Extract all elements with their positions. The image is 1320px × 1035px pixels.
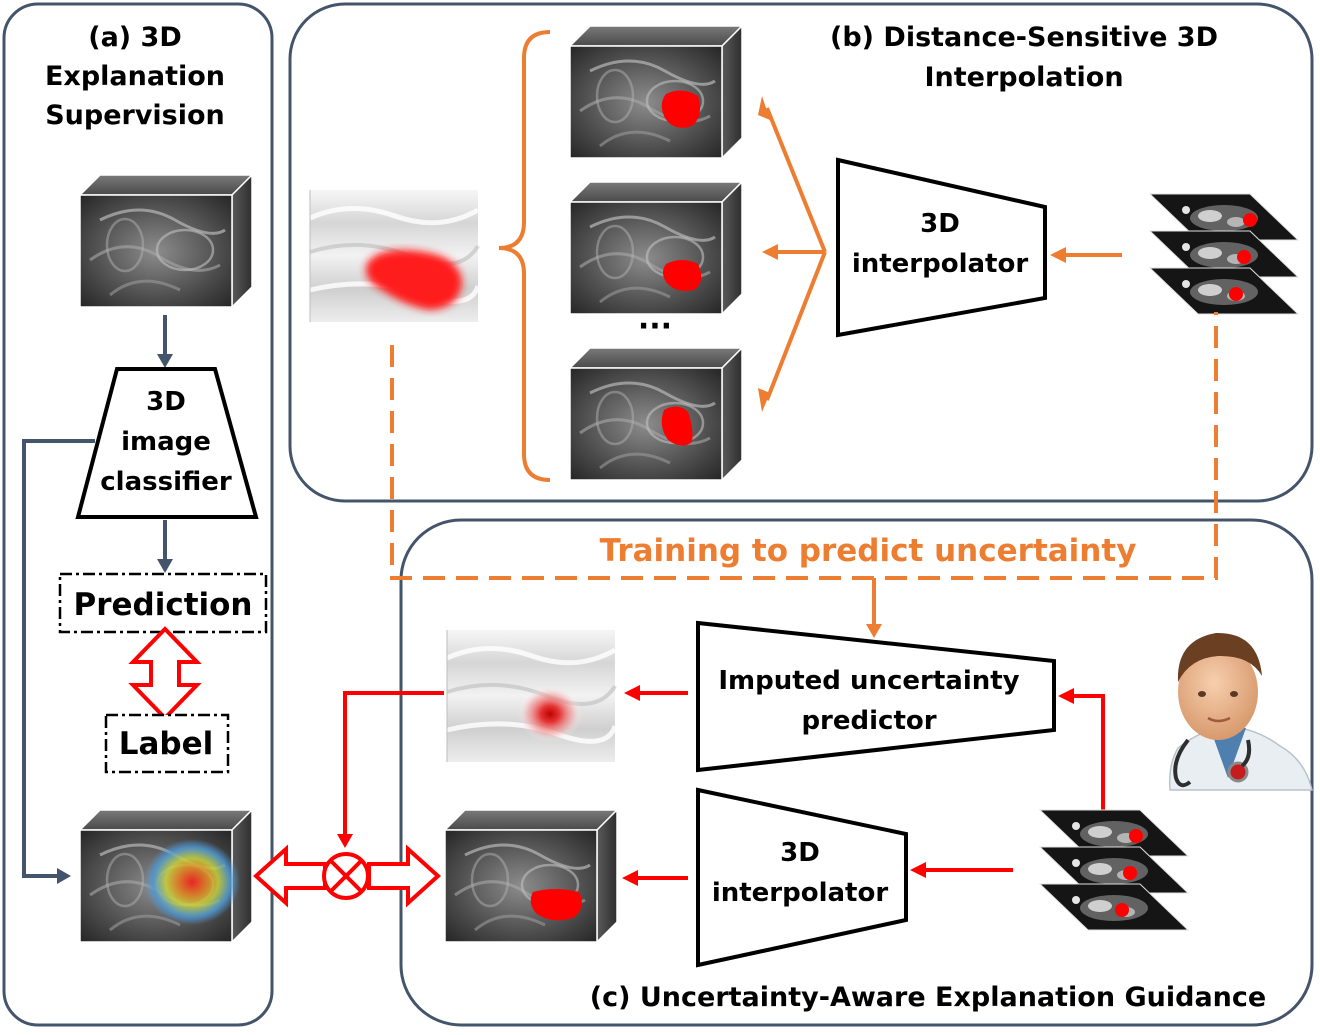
image-classifier-block — [75, 367, 259, 519]
multiply-icon — [322, 852, 370, 900]
panel-a-frame — [2, 2, 274, 1027]
arrowhead-interpolator-to-bottom — [758, 388, 770, 412]
tumor-region-b — [365, 249, 462, 310]
arrowhead-classifier-to-prediction — [157, 559, 173, 573]
arrowhead-interpolator-to-middle — [762, 244, 778, 260]
ct-volume-explanation — [78, 808, 254, 944]
soft-volume-b — [310, 190, 478, 322]
uncertainty-hotspot — [518, 686, 582, 742]
ct-volume-slice-middle — [568, 180, 744, 316]
panel-b-title-line-2: Interpolation — [924, 62, 1123, 93]
classifier-label-line-2: image — [121, 427, 211, 457]
panel-a-title-line-3: Supervision — [45, 100, 225, 131]
arrow-classifier-to-explanation — [22, 439, 95, 878]
curly-brace — [498, 30, 551, 482]
panel-a-title-line-2: Explanation — [45, 61, 225, 92]
ellipsis: ··· — [638, 309, 672, 344]
interpolator-b-label-line-1: 3D — [920, 209, 960, 239]
arrowhead-training-to-predictor — [866, 624, 882, 638]
ct-volume-slice-top — [568, 24, 744, 160]
doctor-icon — [1168, 632, 1313, 791]
double-arrow-right — [367, 844, 441, 908]
arrowhead-uncertainty-to-multiply — [337, 834, 353, 848]
classifier-label-line-1: 3D — [146, 387, 186, 417]
label-box — [104, 713, 230, 774]
arrowhead-classifier-to-explanation — [57, 868, 71, 884]
ct-volume-pseudo-label — [443, 808, 619, 944]
double-arrow-left — [253, 844, 327, 908]
interpolator-block-c — [696, 787, 908, 968]
training-dashed-path — [390, 312, 1218, 580]
panel-c-title: (c) Uncertainty-Aware Explanation Guidan… — [590, 982, 1266, 1013]
ct-slice-stack-b — [1149, 193, 1299, 315]
panel-b-title-line-1: (b) Distance-Sensitive 3D — [830, 22, 1218, 53]
interpolator-b-label-line-2: interpolator — [852, 249, 1029, 279]
arrowhead-slices-to-predictor — [1058, 688, 1074, 704]
arrow-interpolator-to-top — [765, 107, 827, 253]
ct-volume-slice-bottom — [568, 346, 744, 482]
classifier-label-line-3: classifier — [100, 467, 232, 497]
training-label: Training to predict uncertainty — [600, 533, 1137, 569]
predictor-label-line-1: Imputed uncertainty — [718, 666, 1019, 696]
panel-b-frame — [288, 2, 1314, 503]
panel-c-frame — [399, 518, 1314, 1027]
ct-slice-stack-c — [1039, 809, 1189, 931]
label-text: Label — [119, 726, 214, 762]
arrowhead-slices-to-interpolator-c — [910, 862, 926, 878]
arrow-slices-to-predictor — [1072, 694, 1105, 812]
uncertainty-predictor-block — [696, 620, 1056, 773]
prediction-box — [58, 572, 268, 634]
uncertainty-volume — [447, 630, 615, 762]
predictor-label-line-2: predictor — [801, 706, 936, 736]
interpolator-block-b — [836, 157, 1047, 338]
arrowhead-volume-to-classifier — [157, 354, 173, 368]
interpolator-c-label-line-2: interpolator — [712, 878, 889, 908]
interpolator-c-label-line-1: 3D — [780, 838, 820, 868]
arrowhead-interpolator-to-top — [758, 96, 770, 120]
panel-a-title-line-1: (a) 3D — [88, 22, 182, 53]
compare-double-arrow — [128, 626, 202, 721]
prediction-label: Prediction — [73, 587, 252, 623]
arrow-interpolator-to-bottom — [765, 251, 827, 401]
ct-volume-input-a — [78, 173, 254, 309]
arrowhead-slices-to-interpolator-b — [1050, 247, 1066, 263]
arrowhead-interpolator-c-to-volume — [622, 870, 638, 886]
arrowhead-predictor-to-uncertainty — [624, 685, 640, 701]
arrow-uncertainty-to-multiply — [343, 691, 444, 836]
